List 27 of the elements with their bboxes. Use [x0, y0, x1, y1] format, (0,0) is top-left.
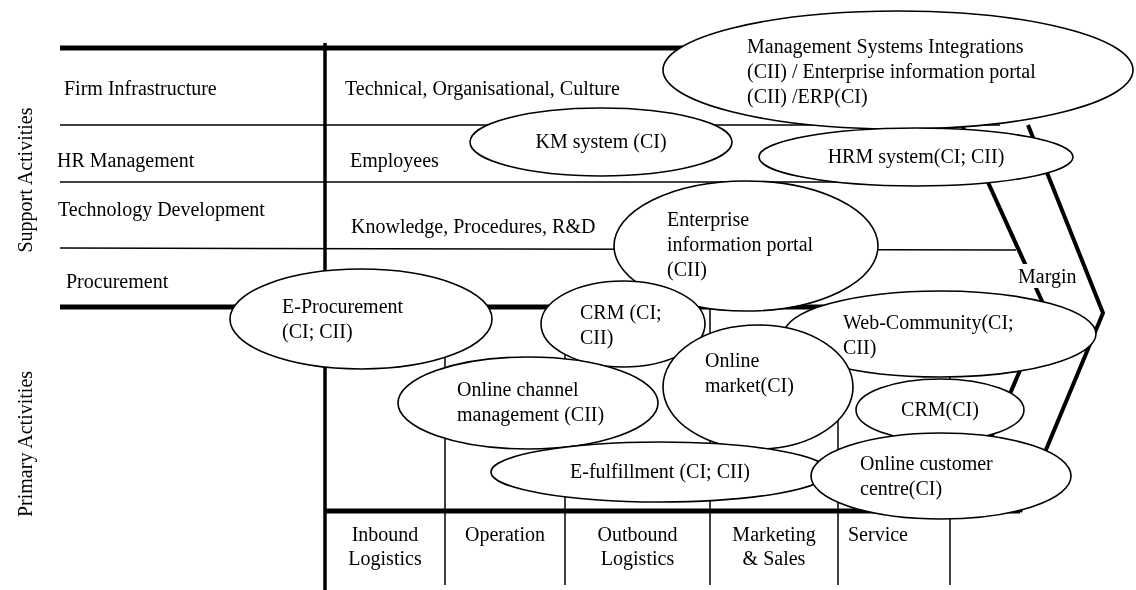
system-label: KM system (CI) — [534, 129, 668, 154]
row-content: Employees — [350, 148, 439, 172]
column-label: Service — [847, 522, 909, 546]
row-label: Technology Development — [58, 197, 265, 221]
system-label: CRM(CI) — [900, 397, 980, 422]
row-content: Technical, Organisational, Culture — [345, 76, 620, 100]
row-content: Knowledge, Procedures, R&D — [351, 214, 596, 238]
system-label: CRM (CI; CII) — [580, 300, 663, 350]
system-label: Management Systems Integrations (CII) / Enterprise information portal (CII) /ERP(CI) — [747, 34, 1037, 109]
system-label: Online channel management (CII) — [457, 377, 606, 427]
system-label: Web-Community(CI; CII) — [843, 310, 1015, 360]
column-label: Outbound Logistics — [596, 522, 679, 570]
system-label: Online customer centre(CI) — [860, 451, 994, 501]
column-label: Operation — [464, 522, 546, 546]
system-label: E-fulfillment (CI; CII) — [569, 459, 751, 484]
system-label: E-Procurement (CI; CII) — [282, 294, 405, 344]
system-label: Enterprise information portal (CII) — [667, 207, 815, 282]
side-heading: Support Activities — [13, 106, 37, 255]
system-label: HRM system(CI; CII) — [826, 144, 1006, 169]
column-label: Marketing & Sales — [731, 522, 817, 570]
system-label: Online market(CI) — [705, 348, 795, 398]
side-heading: Primary Activities — [13, 369, 37, 520]
row-label: Firm Infrastructure — [64, 76, 217, 100]
row-label: Procurement — [66, 269, 169, 293]
margin-label: Margin — [1018, 264, 1077, 288]
column-label: Inbound Logistics — [347, 522, 423, 570]
row-label: HR Management — [57, 148, 195, 172]
